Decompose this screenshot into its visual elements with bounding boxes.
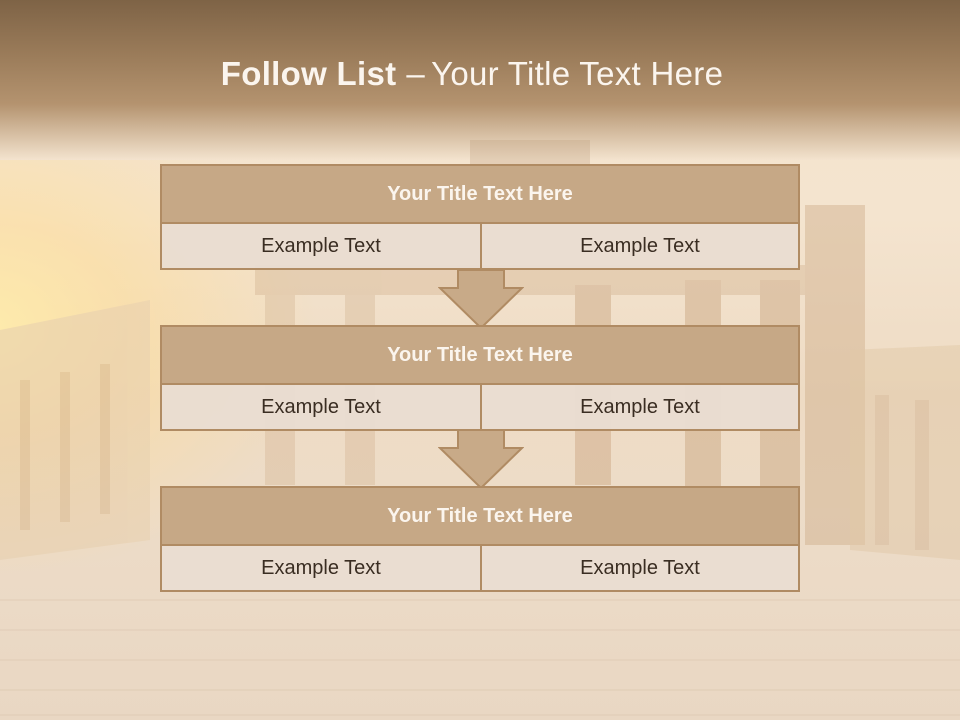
down-arrow-icon (438, 430, 524, 490)
step-title: Your Title Text Here (162, 488, 798, 546)
step-block-2: Your Title Text Here Example Text Exampl… (160, 325, 800, 431)
step-block-1: Your Title Text Here Example Text Exampl… (160, 164, 800, 270)
title-dash: – (406, 55, 426, 92)
step-left-cell: Example Text (162, 385, 482, 429)
step-left-cell: Example Text (162, 546, 482, 590)
step-right-cell: Example Text (482, 546, 798, 590)
step-block-3: Your Title Text Here Example Text Exampl… (160, 486, 800, 592)
title-rest: Your Title Text Here (431, 55, 724, 92)
slide-title: Follow List–Your Title Text Here (0, 55, 944, 93)
step-title: Your Title Text Here (162, 327, 798, 385)
header-band (0, 0, 960, 160)
title-bold: Follow List (220, 55, 397, 92)
step-title: Your Title Text Here (162, 166, 798, 224)
step-left-cell: Example Text (162, 224, 482, 268)
step-right-cell: Example Text (482, 385, 798, 429)
down-arrow-icon (438, 270, 524, 330)
step-right-cell: Example Text (482, 224, 798, 268)
